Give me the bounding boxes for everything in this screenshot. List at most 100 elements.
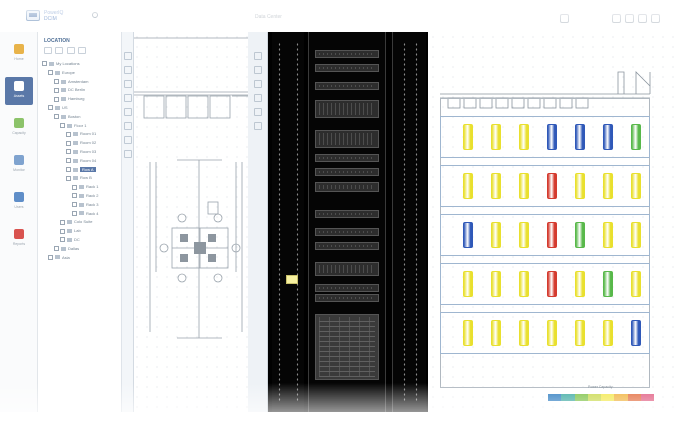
cabinet-yellow[interactable] [491,222,501,248]
cabinet-blue[interactable] [547,124,557,150]
tree-node[interactable]: Rack 4 [42,210,122,219]
user-icon[interactable] [638,14,647,23]
rail-item-assets[interactable]: Assets [5,77,33,105]
expand-toggle-icon[interactable] [48,105,53,111]
cabinet-green[interactable] [603,271,613,297]
rail-item-capacity[interactable]: Capacity [5,114,33,142]
cabinet-yellow[interactable] [463,320,473,346]
print-icon[interactable] [124,150,132,158]
tree-node[interactable]: Dallas [42,245,122,254]
floor-plan-panel[interactable] [122,32,268,412]
rack-device[interactable] [315,284,379,292]
expand-all-icon[interactable] [44,47,52,54]
rack-device[interactable] [315,182,379,192]
tree-node[interactable]: Rack 1 [42,183,122,192]
rail-item-reports[interactable]: Reports [5,225,33,253]
blade-chassis[interactable] [315,314,379,380]
rack-device[interactable] [315,130,379,148]
cabinet-yellow[interactable] [519,222,529,248]
expand-toggle-icon[interactable] [54,79,59,85]
tree-node[interactable]: Rack 3 [42,201,122,210]
cabinet-yellow[interactable] [519,124,529,150]
expand-toggle-icon[interactable] [48,70,53,76]
expand-toggle-icon[interactable] [72,202,77,208]
grid-icon[interactable] [124,136,132,144]
power-icon[interactable] [254,122,262,130]
cabinet-yellow[interactable] [575,320,585,346]
rail-item-home[interactable]: Home [5,40,33,68]
rack-device[interactable] [315,82,379,90]
expand-toggle-icon[interactable] [60,228,65,234]
rack-device[interactable] [315,210,379,218]
expand-toggle-icon[interactable] [54,96,59,102]
expand-toggle-icon[interactable] [42,61,47,67]
cabinet-yellow[interactable] [603,222,613,248]
rack-device[interactable] [315,100,379,118]
cabinet-yellow[interactable] [519,320,529,346]
cabinet-yellow[interactable] [491,271,501,297]
expand-toggle-icon[interactable] [66,131,71,137]
rack-left[interactable] [272,32,304,412]
tree-node[interactable]: US [42,104,122,113]
tree-node[interactable]: Hamburg [42,95,122,104]
tree-node[interactable]: Room 03 [42,148,122,157]
layer-icon[interactable] [124,122,132,130]
rear-view-icon[interactable] [254,66,262,74]
rack-device[interactable] [315,50,379,58]
tree-node[interactable]: My Locations [42,60,122,69]
heatmap-panel[interactable]: Power Capacity [428,32,677,412]
measure-icon[interactable] [124,108,132,116]
refresh-icon[interactable] [78,47,87,54]
cabinet-yellow[interactable] [575,271,585,297]
rack-device[interactable] [315,64,379,72]
rail-item-users[interactable]: Users [5,188,33,216]
expand-toggle-icon[interactable] [54,87,59,93]
collapse-all-icon[interactable] [55,47,64,54]
tree-node[interactable]: Amsterdam [42,78,122,87]
cabinet-green[interactable] [575,222,585,248]
rack-center[interactable] [308,32,386,412]
tree-node[interactable]: Room 01 [42,130,122,139]
cabinet-blue[interactable] [603,124,613,150]
tree-node[interactable]: Colo Suite [42,218,122,227]
rack-device[interactable] [315,154,379,162]
tree-node[interactable]: Boston [42,113,122,122]
gear-icon[interactable] [92,12,98,18]
filter-icon[interactable] [66,47,75,54]
rail-item-monitor[interactable]: Monitor [5,151,33,179]
expand-toggle-icon[interactable] [72,210,77,216]
cabinet-yellow[interactable] [547,320,557,346]
rack-elevation-panel[interactable] [268,32,428,412]
cabinet-yellow[interactable] [603,320,613,346]
rack-device[interactable] [315,262,379,276]
cabinet-red[interactable] [547,222,557,248]
cabinet-red[interactable] [547,173,557,199]
expand-toggle-icon[interactable] [66,175,71,181]
tree-node[interactable]: Room 04 [42,157,122,166]
cabinet-red[interactable] [547,271,557,297]
tree-node[interactable]: Room 02 [42,139,122,148]
cabinet-yellow[interactable] [491,124,501,150]
pan-icon[interactable] [124,80,132,88]
expand-toggle-icon[interactable] [72,193,77,199]
rack-device[interactable] [315,294,379,302]
cabinet-yellow[interactable] [631,271,641,297]
tree-node[interactable]: DC [42,236,122,245]
cabinet-yellow[interactable] [631,222,641,248]
tree-node[interactable]: Rack 2 [42,192,122,201]
cabinet-blue[interactable] [575,124,585,150]
rack-right[interactable] [392,32,426,412]
zoom-in-icon[interactable] [254,80,262,88]
expand-toggle-icon[interactable] [60,123,65,129]
label-icon[interactable] [254,108,262,116]
settings-icon[interactable] [625,14,634,23]
zoom-out-icon[interactable] [124,66,132,74]
expand-toggle-icon[interactable] [66,158,71,164]
cabinet-blue[interactable] [463,222,473,248]
expand-toggle-icon[interactable] [60,237,65,243]
cabinet-yellow[interactable] [519,173,529,199]
selected-device-tag[interactable] [286,275,298,284]
zoom-in-icon[interactable] [124,52,132,60]
tool-icon[interactable] [612,14,621,23]
cabinet-blue[interactable] [631,320,641,346]
